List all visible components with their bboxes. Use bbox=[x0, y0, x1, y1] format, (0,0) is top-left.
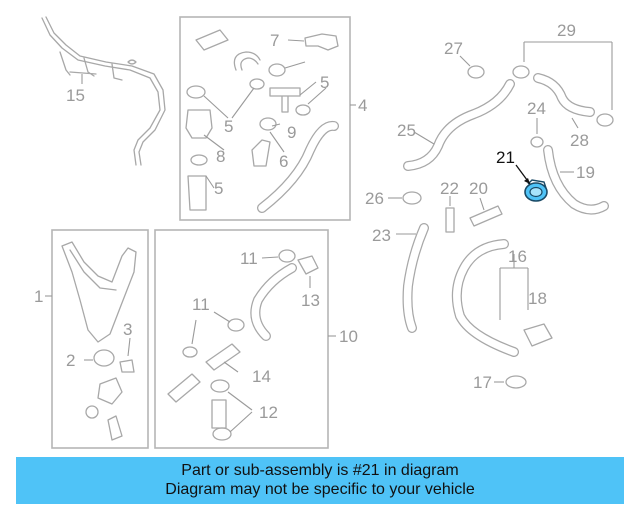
group-box-1 bbox=[51, 229, 149, 449]
callout-9: 9 bbox=[287, 123, 296, 142]
callout-25: 25 bbox=[397, 121, 416, 140]
callout-5-low: 5 bbox=[214, 179, 223, 198]
callout-17: 17 bbox=[473, 373, 492, 392]
callout-26: 26 bbox=[365, 189, 384, 208]
right-parts: 27 29 28 25 24 19 26 22 20 bbox=[365, 21, 614, 392]
callout-18: 18 bbox=[528, 289, 547, 308]
callout-10: 10 bbox=[339, 327, 358, 346]
part-15-pipe: 15 bbox=[41, 16, 166, 166]
callout-1: 1 bbox=[34, 287, 43, 306]
callout-7: 7 bbox=[270, 31, 279, 50]
callout-5-right: 5 bbox=[320, 73, 329, 92]
callout-21: 21 bbox=[496, 148, 515, 167]
group-box-10 bbox=[154, 229, 329, 449]
callout-15: 15 bbox=[66, 86, 85, 105]
box-4-parts: 7 5 5 8 9 6 5 bbox=[185, 29, 339, 213]
callout-23: 23 bbox=[372, 226, 391, 245]
group-box-4 bbox=[179, 16, 351, 221]
callout-22: 22 bbox=[440, 179, 459, 198]
callout-16: 16 bbox=[508, 247, 527, 266]
caption-line-1: Part or sub-assembly is #21 in diagram bbox=[181, 462, 459, 479]
callout-11-top: 11 bbox=[240, 249, 258, 268]
callout-14: 14 bbox=[252, 367, 271, 386]
callout-6: 6 bbox=[279, 152, 288, 171]
callout-2: 2 bbox=[66, 351, 75, 370]
callout-24: 24 bbox=[527, 99, 546, 118]
box-1-parts: 2 3 bbox=[61, 241, 137, 441]
callout-12: 12 bbox=[259, 403, 278, 422]
callout-20: 20 bbox=[469, 179, 488, 198]
callout-27: 27 bbox=[444, 39, 463, 58]
callout-5-mid: 5 bbox=[224, 117, 233, 136]
caption-bar: Part or sub-assembly is #21 in diagram D… bbox=[16, 457, 624, 504]
box-10-parts: 11 13 11 14 12 bbox=[167, 249, 320, 441]
callout-19: 19 bbox=[576, 163, 595, 182]
callout-29: 29 bbox=[557, 21, 576, 40]
callout-3: 3 bbox=[123, 320, 132, 339]
callout-28: 28 bbox=[570, 131, 589, 150]
callout-8: 8 bbox=[216, 147, 225, 166]
callout-13: 13 bbox=[301, 291, 320, 310]
callout-4: 4 bbox=[358, 96, 367, 115]
part-21-highlighted[interactable]: 21 bbox=[496, 148, 548, 202]
caption-line-2: Diagram may not be specific to your vehi… bbox=[165, 481, 475, 498]
callout-11-bot: 11 bbox=[192, 295, 210, 314]
